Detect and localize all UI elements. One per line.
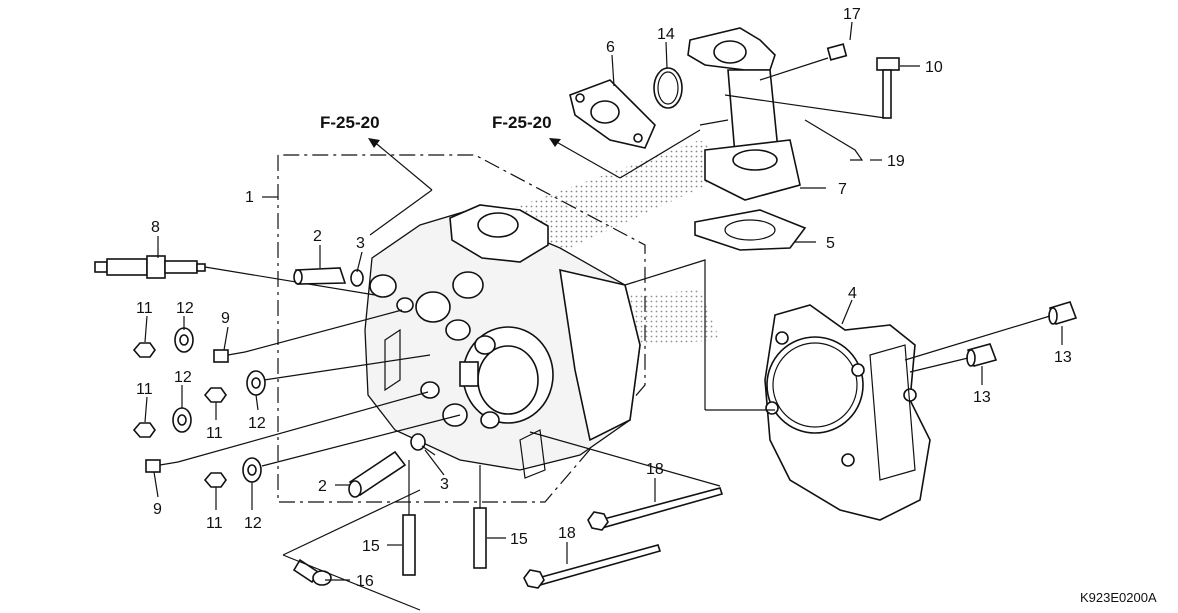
part-number-13-upper: 13 [1054,349,1072,366]
part-number-13-lower: 13 [973,389,991,406]
part-number-9-lower: 9 [153,501,162,518]
bolts-18 [523,431,724,589]
part-number-3-lower: 3 [440,476,449,493]
part-number-15-left: 15 [362,538,380,555]
reference-label-left: F-25-20 [320,113,380,132]
part-number-6: 6 [606,39,615,56]
stud-2-lower [348,433,436,498]
part-number-11-d: 11 [206,515,223,532]
reference-arrows [368,129,701,236]
part-number-19: 19 [887,153,905,170]
part-number-7: 7 [838,181,847,198]
part-number-12-d: 12 [244,515,262,532]
part-number-3-upper: 3 [356,235,365,252]
part-number-8: 8 [151,219,160,236]
dowels-13 [904,301,1078,373]
part-number-12-b: 12 [174,369,192,386]
part-number-10: 10 [925,59,943,76]
studs-15 [402,460,487,576]
cylinder-head [364,204,641,479]
part-number-2-upper: 2 [313,228,322,245]
part-1-frame [277,154,646,503]
part-number-17: 17 [843,6,861,23]
part-number-4: 4 [848,285,857,302]
part-number-18-lower: 18 [558,525,576,542]
intake-parts [569,27,900,251]
part-number-2-lower: 2 [318,478,327,495]
stud-2-upper [293,267,364,287]
spark-plug [94,255,376,296]
part-number-18-upper: 18 [646,461,664,478]
part-number-16: 16 [356,573,374,590]
part-number-1: 1 [245,189,254,206]
part-number-11-a: 11 [136,300,153,317]
flange-bolt-16 [282,489,421,611]
part-number-14: 14 [657,26,675,43]
nuts-washers-left [132,309,461,488]
part-number-9-upper: 9 [221,310,230,327]
reference-label-right: F-25-20 [492,113,552,132]
head-gasket [624,259,931,521]
part-number-5: 5 [826,235,835,252]
leader-lines [144,21,1063,581]
part-number-15-right: 15 [510,531,528,548]
part-number-12-c: 12 [248,415,266,432]
drawing-code: K923E0200A [1080,590,1157,605]
part-number-11-c: 11 [206,425,223,442]
part-number-11-b: 11 [136,381,153,398]
part-number-12-a: 12 [176,300,194,317]
